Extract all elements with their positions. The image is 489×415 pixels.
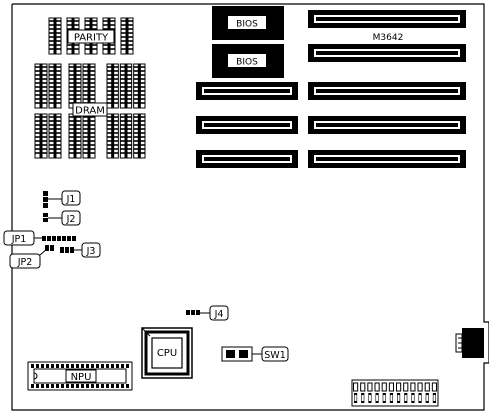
jp2-label: JP2	[17, 257, 33, 268]
sw1-label: SW1	[264, 350, 285, 361]
npu-pins-bottom	[31, 384, 129, 388]
switch-sw1: SW1	[221, 346, 289, 362]
slot-left-4	[196, 116, 298, 134]
dram-memory-chips: DRAM	[34, 63, 146, 159]
parity-chip-1	[48, 17, 62, 55]
slot-right-4	[308, 116, 466, 134]
slot-left-3	[196, 82, 298, 100]
jp1-label: JP1	[11, 234, 27, 245]
expansion-slots	[196, 10, 466, 168]
board-outline	[11, 3, 489, 411]
cpu-label: CPU	[157, 348, 177, 359]
parity-label: PARITY	[74, 33, 109, 44]
dram-label-box	[72, 102, 108, 117]
j4-label: J4	[214, 309, 224, 320]
jumper-jp1: JP1	[3, 230, 76, 246]
jumper-j2: J2	[43, 210, 81, 226]
dram-label: DRAM	[75, 106, 105, 117]
npu-socket: NPU	[27, 361, 133, 391]
cpu-socket: CPU	[141, 327, 193, 379]
bios-chip-1: BIOS	[212, 6, 284, 40]
parity-chip-5	[120, 17, 134, 55]
bios-chip-1-label: BIOS	[236, 20, 258, 30]
keyboard-connector	[455, 328, 484, 358]
j1-label: J1	[66, 194, 76, 205]
npu-pins-top	[31, 364, 129, 368]
slot-right-1	[308, 10, 466, 28]
jumper-j4: J4	[186, 305, 229, 321]
jumper-j3: J3	[60, 242, 101, 258]
jumper-jp2: JP2	[9, 245, 54, 269]
slot-left-5	[196, 150, 298, 168]
jumper-j1: J1	[43, 190, 81, 208]
npu-label: NPU	[71, 372, 92, 383]
j2-label: J2	[66, 214, 76, 225]
parity-memory-chips: PARITY	[48, 17, 134, 55]
board-model-label: M3642	[373, 33, 404, 43]
bios-chip-2: BIOS	[212, 44, 284, 78]
slot-right-3	[308, 82, 466, 100]
parity-label-box	[67, 29, 115, 44]
slot-right-2	[308, 44, 466, 62]
slot-right-5	[308, 150, 466, 168]
jp1-pin-row	[42, 236, 76, 241]
j3-label: J3	[86, 246, 96, 257]
bios-chip-2-label: BIOS	[236, 58, 258, 68]
power-connector	[351, 379, 439, 407]
